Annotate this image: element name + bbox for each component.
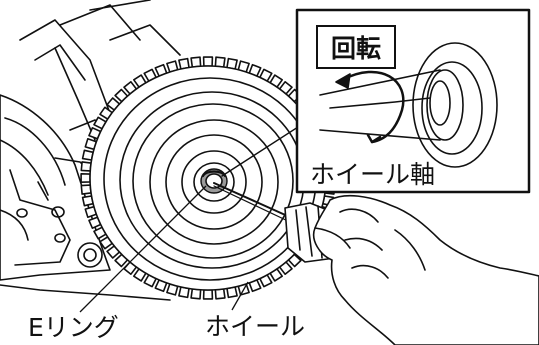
wheel-axle-label: ホイール軸 xyxy=(310,160,436,189)
e-ring-label: Eリング xyxy=(28,313,119,342)
wheel-label: ホイール xyxy=(205,312,306,341)
rotate-label: 回転 xyxy=(316,25,396,69)
tread-lug xyxy=(80,173,91,183)
tread-lug xyxy=(202,289,214,300)
zoom-inset xyxy=(295,8,531,194)
hand xyxy=(313,194,539,345)
wheel-hub xyxy=(193,162,235,202)
tread-lug xyxy=(202,56,214,67)
